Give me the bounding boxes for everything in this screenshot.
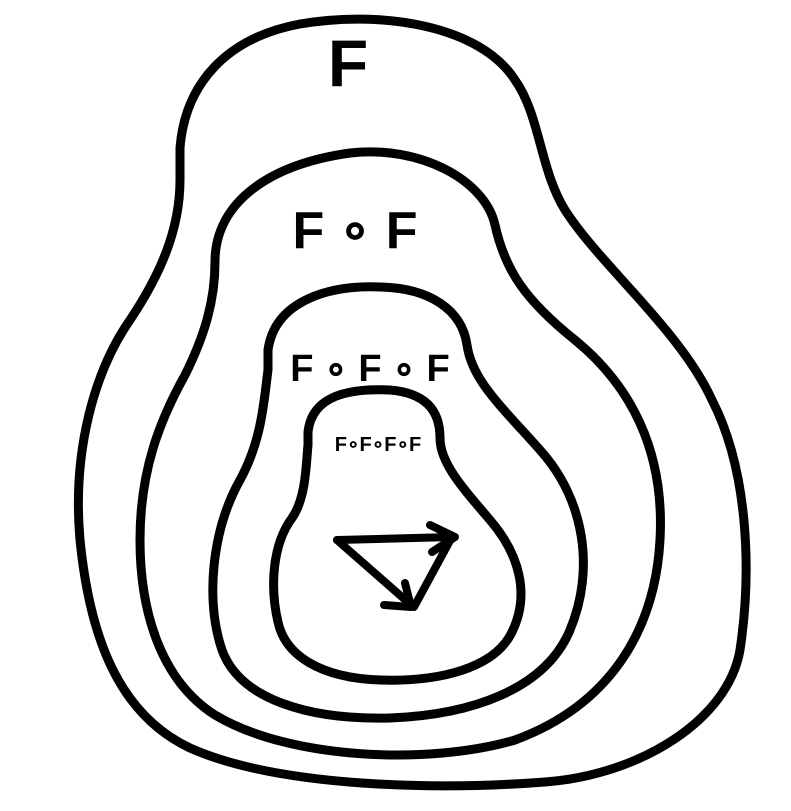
region-1-boundary [73,14,751,791]
region-1-label: F [328,26,368,100]
region-3-boundary [208,282,588,723]
region-4-label: F∘F∘F∘F [335,434,421,456]
region-2-label: F ∘ F [293,202,418,260]
arrow-triangle-icon [333,521,459,611]
region-2-boundary [135,147,665,760]
region-4-boundary [269,385,526,685]
region-3-label: F ∘ F ∘ F [290,348,449,390]
